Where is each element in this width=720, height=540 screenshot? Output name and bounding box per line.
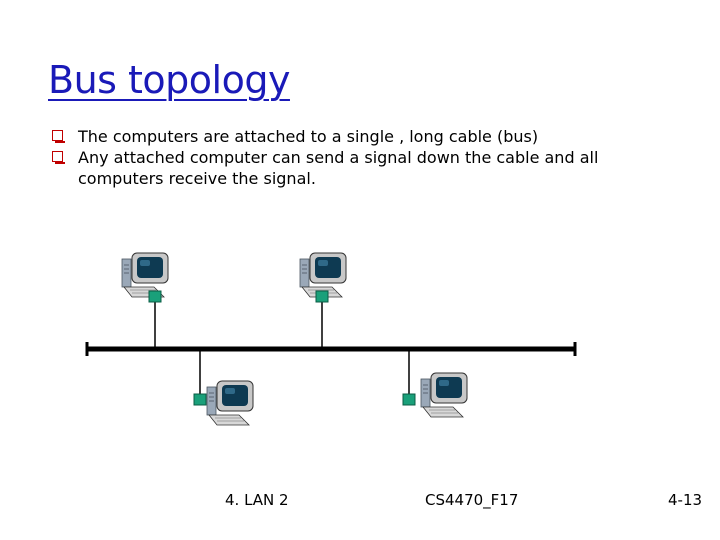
network-connector-icon: [149, 291, 161, 302]
footer-course-label: CS4470_F17: [425, 491, 518, 509]
computer-icon: [122, 253, 168, 302]
footer-page-number: 4-13: [668, 491, 702, 509]
computer-icon: [300, 253, 346, 302]
network-connector-icon: [194, 394, 206, 405]
network-connector-icon: [316, 291, 328, 302]
computer-icon: [403, 373, 467, 417]
computer-icon: [194, 381, 253, 425]
network-connector-icon: [403, 394, 415, 405]
footer-section-label: 4. LAN 2: [225, 491, 289, 509]
